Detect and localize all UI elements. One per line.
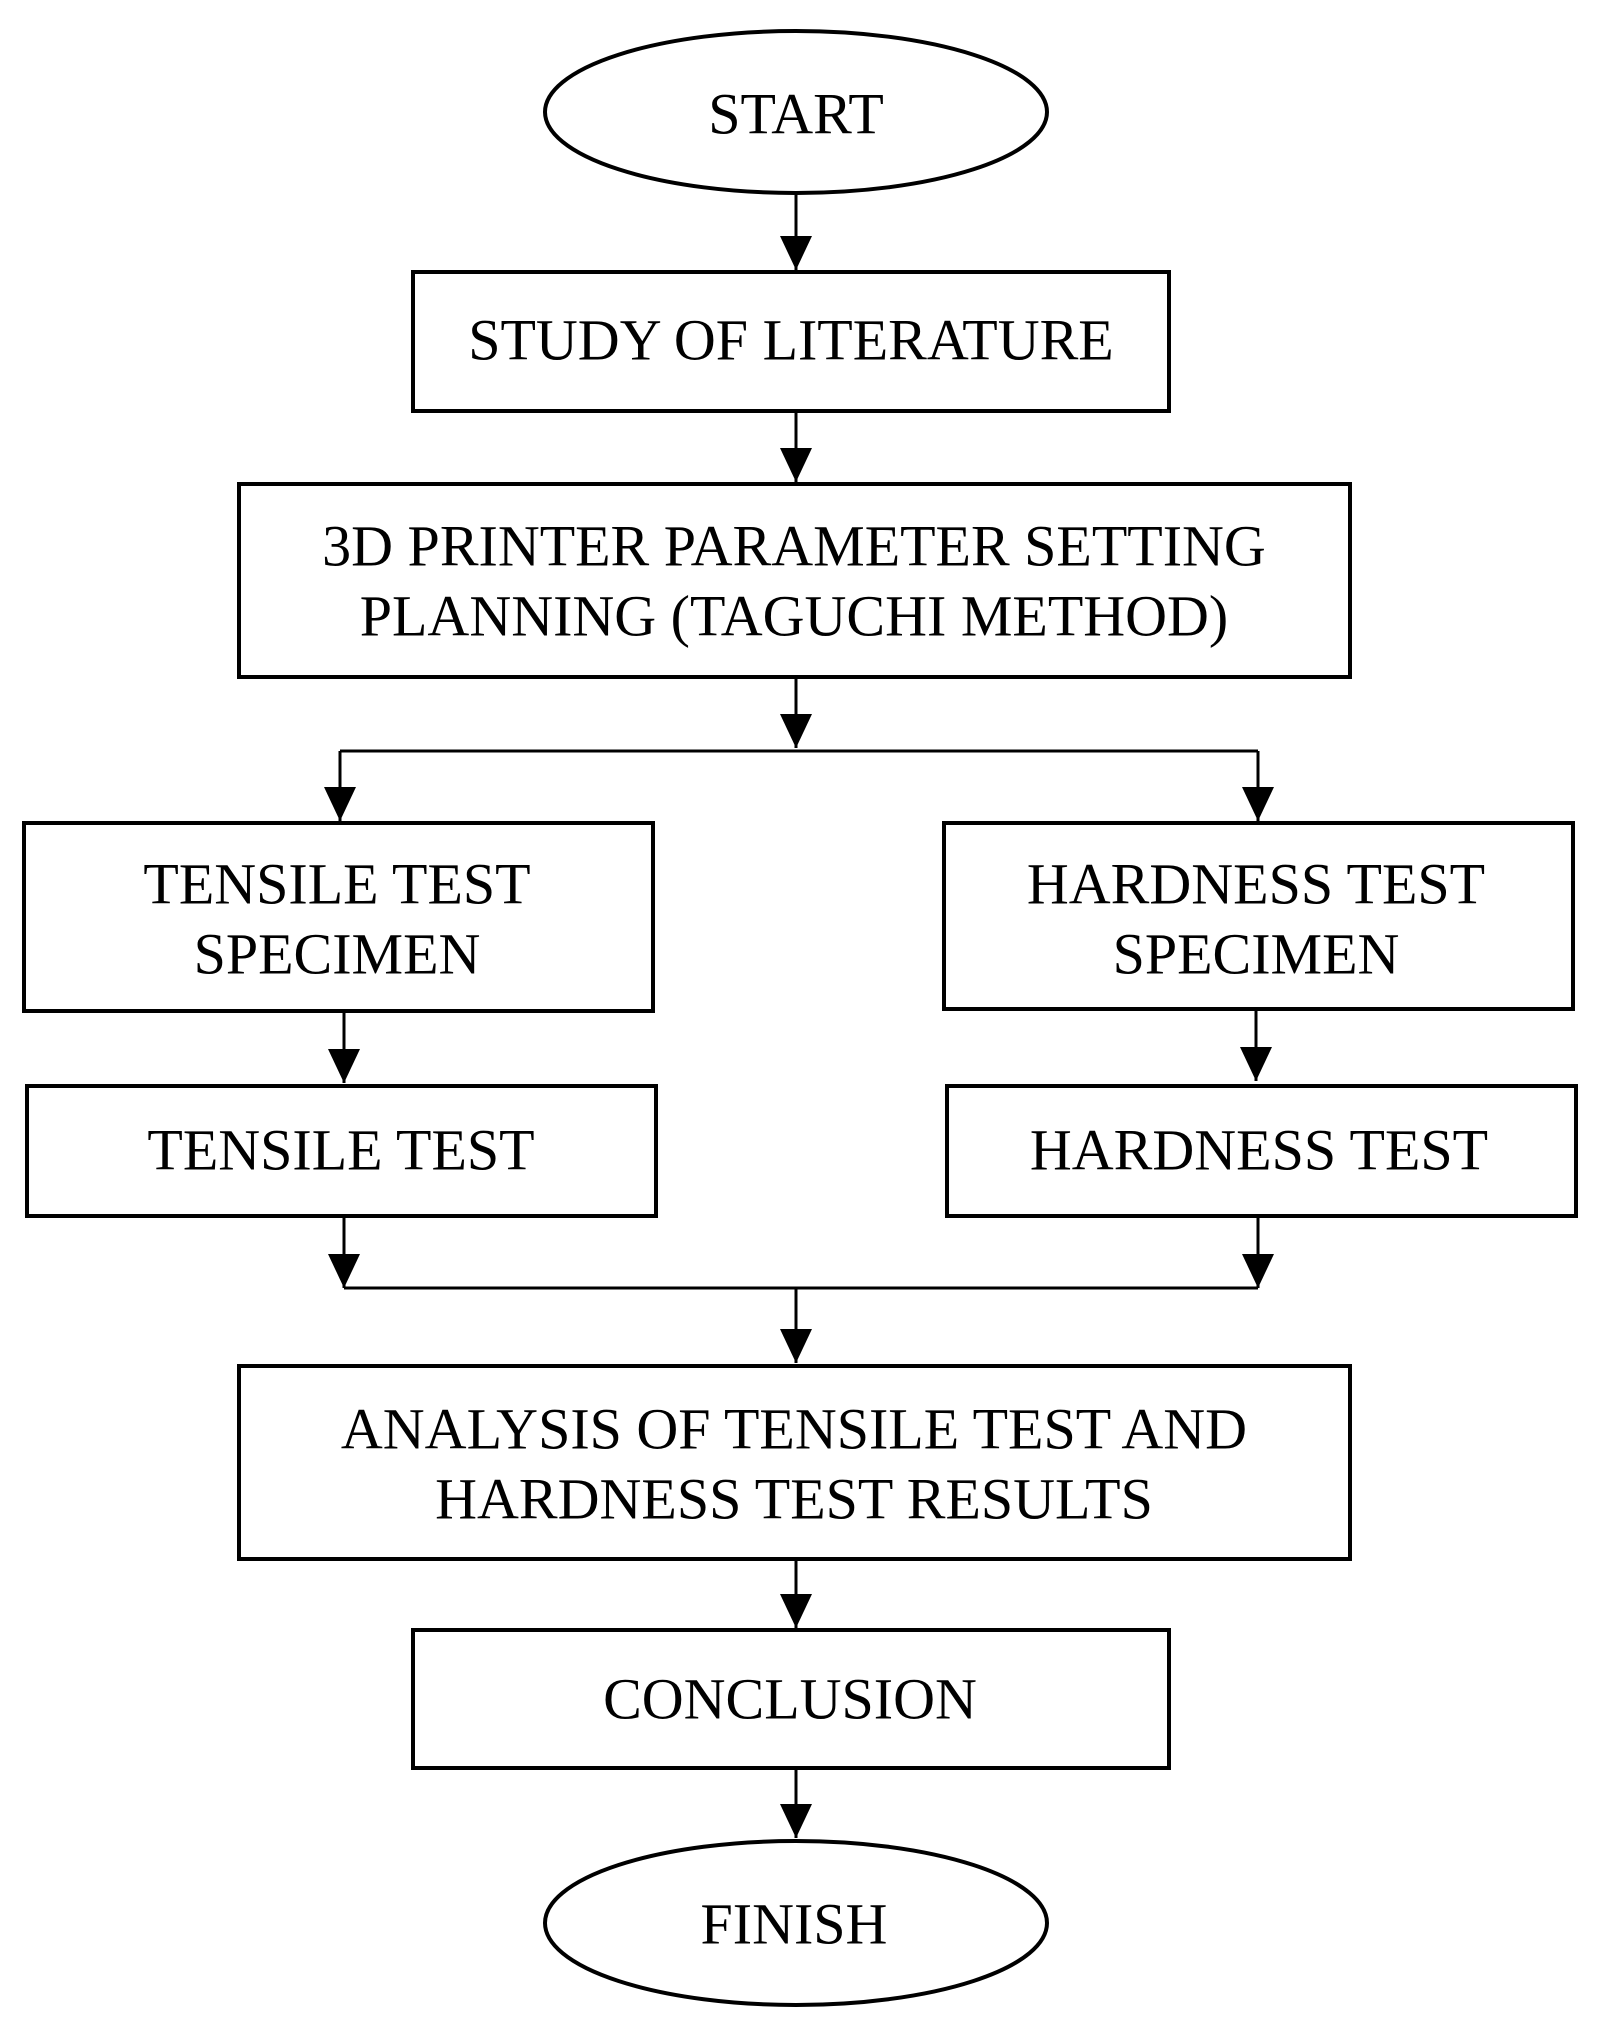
arrowhead-icon — [1242, 1254, 1274, 1288]
node-planning-label-line2: PLANNING (TAGUCHI METHOD) — [360, 584, 1228, 649]
node-conclusion: CONCLUSION — [411, 1628, 1171, 1770]
arrowhead-icon — [1242, 787, 1274, 821]
node-planning-label-line1: 3D PRINTER PARAMETER SETTING — [322, 514, 1266, 579]
node-start-label: START — [708, 82, 884, 147]
node-tensile-test: TENSILE TEST — [25, 1084, 658, 1218]
connectors — [324, 195, 1274, 1838]
node-study-of-literature: STUDY OF LITERATURE — [411, 270, 1171, 413]
node-tensile-specimen-line1: TENSILE TEST — [143, 852, 530, 917]
node-hardness-specimen-line2: SPECIMEN — [1113, 922, 1400, 987]
arrowhead-icon — [780, 1594, 812, 1628]
arrowhead-icon — [780, 714, 812, 748]
node-hardness-specimen: HARDNESS TEST SPECIMEN — [942, 821, 1575, 1011]
node-conclusion-label: CONCLUSION — [603, 1667, 977, 1732]
node-finish-label: FINISH — [701, 1892, 888, 1957]
arrowhead-icon — [328, 1254, 360, 1288]
arrowhead-icon — [324, 787, 356, 821]
node-start: START — [543, 29, 1049, 195]
node-hardness-test-label: HARDNESS TEST — [1030, 1118, 1488, 1183]
arrowhead-icon — [780, 1804, 812, 1838]
node-parameter-planning: 3D PRINTER PARAMETER SETTING PLANNING (T… — [237, 482, 1352, 679]
node-literature-label: STUDY OF LITERATURE — [468, 308, 1114, 373]
node-hardness-specimen-line1: HARDNESS TEST — [1027, 852, 1485, 917]
arrowhead-icon — [1240, 1047, 1272, 1081]
node-tensile-specimen-line2: SPECIMEN — [194, 922, 481, 987]
arrowhead-icon — [328, 1049, 360, 1083]
node-finish: FINISH — [543, 1839, 1049, 2007]
node-tensile-test-label: TENSILE TEST — [147, 1118, 534, 1183]
arrowhead-icon — [780, 236, 812, 270]
node-hardness-test: HARDNESS TEST — [945, 1084, 1578, 1218]
arrowhead-icon — [780, 448, 812, 482]
node-analysis-label-line2: HARDNESS TEST RESULTS — [435, 1467, 1153, 1532]
node-tensile-specimen: TENSILE TEST SPECIMEN — [22, 821, 655, 1013]
node-analysis-label-line1: ANALYSIS OF TENSILE TEST AND — [341, 1397, 1247, 1462]
node-analysis: ANALYSIS OF TENSILE TEST AND HARDNESS TE… — [237, 1364, 1352, 1561]
arrowhead-icon — [780, 1329, 812, 1363]
